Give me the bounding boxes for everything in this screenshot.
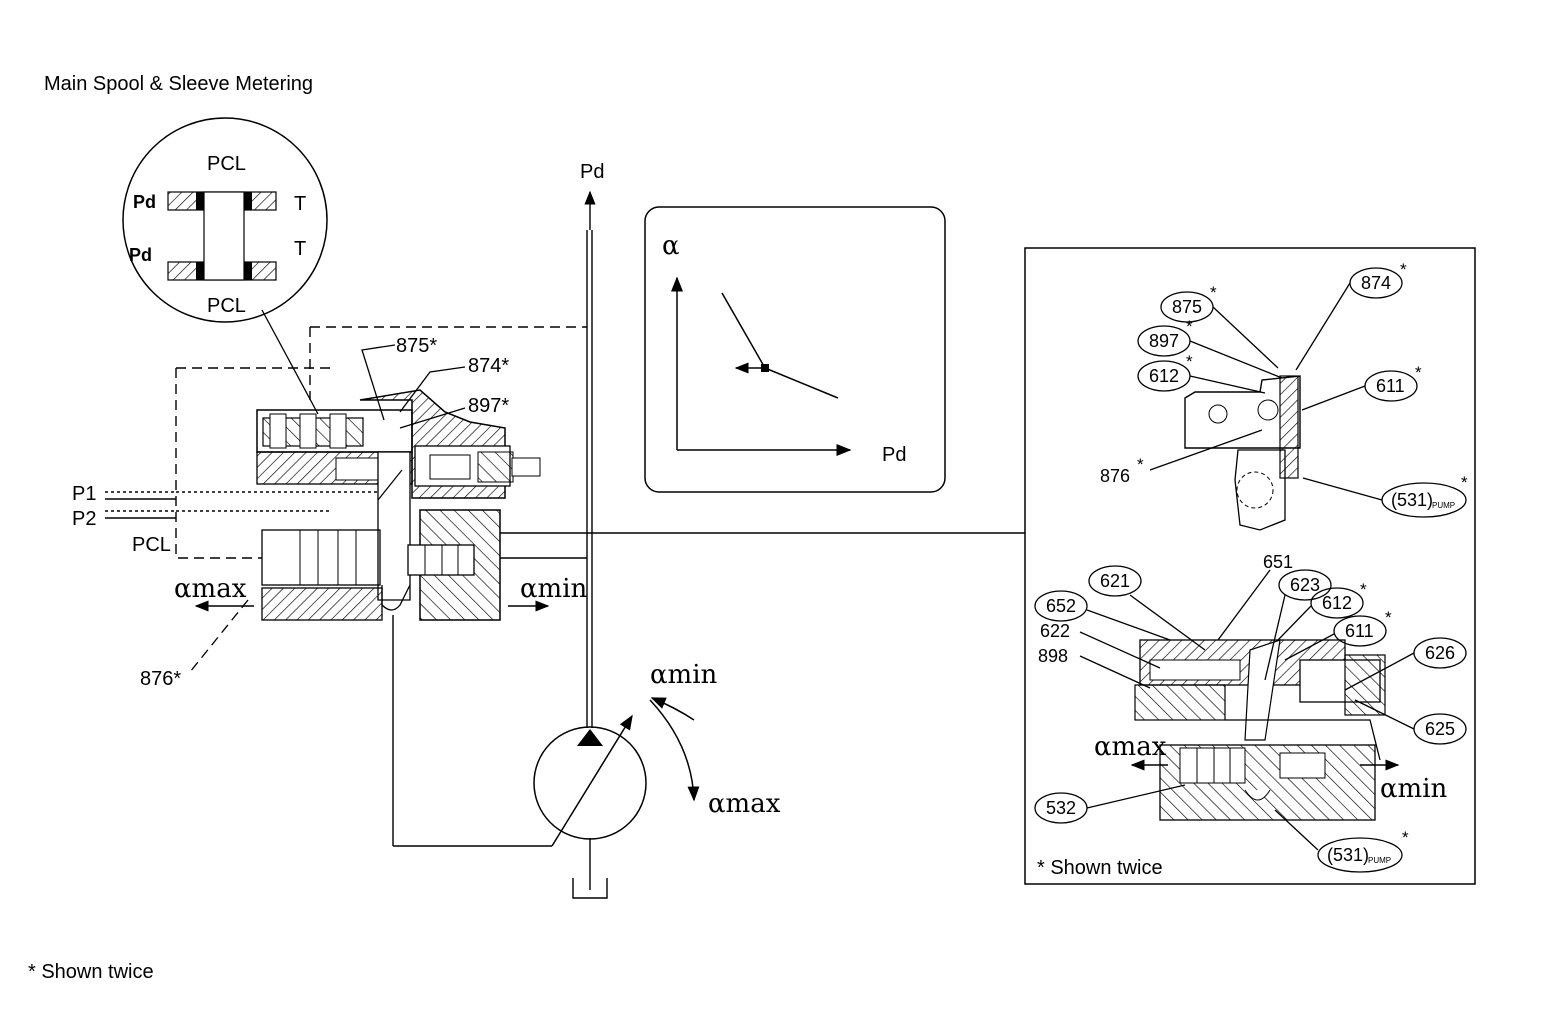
inset-detail-panel: 875 897 612 874 611 876 (531) PUMP * * *… [1024,247,1476,885]
inset-callout-611-bottom: 611 [1345,621,1374,641]
inset-alpha-max: αmax [1094,732,1167,762]
p2-label: P2 [72,508,96,530]
inset-callout-651: 651 [1263,552,1293,572]
inset-top-leaders [1137,267,1467,518]
circle-label-bottom: PCL [207,295,246,317]
callout-876: 876* [140,668,181,690]
inset-callout-612-top: 612 [1149,366,1179,386]
alpha-max-left-label: αmax [174,574,247,604]
inset-callout-612-bottom: 612 [1322,593,1352,613]
pump-symbol [533,697,700,847]
inset-callout-874: 874 [1361,273,1391,293]
alpha-min-pump-label: αmin [650,660,718,690]
inset-callout-652: 652 [1046,596,1076,616]
circle-label-left-top: Pd [133,192,156,212]
asterisk-876: * [1137,455,1144,474]
inset-callout-626: 626 [1425,643,1455,663]
chart-point [761,364,769,372]
inset-bottom-drawing [1130,639,1400,821]
asterisk-612: * [1186,352,1193,371]
asterisk-874: * [1400,260,1407,279]
sleeve-detail-circle: PCL PCL Pd Pd T T [122,117,328,415]
inset-callout-622: 622 [1040,621,1070,641]
alpha-max-pump-label: αmax [708,789,781,819]
inset-callout-621: 621 [1100,571,1130,591]
circle-label-left-bottom: Pd [129,245,152,265]
alpha-min-right-label: αmin [520,574,588,604]
asterisk-897: * [1186,317,1193,336]
inset-bottom-leaders [1034,565,1467,873]
asterisk-531b: * [1402,828,1409,847]
chart-xlabel: Pd [882,444,906,466]
inset-footnote: * Shown twice [1037,857,1163,879]
inset-pump-sub-bottom: PUMP [1368,856,1391,865]
page-footnote: * Shown twice [28,961,154,983]
callout-874: 874* [468,355,509,377]
asterisk-531: * [1461,473,1468,492]
asterisk-875: * [1210,283,1217,302]
inset-callout-875: 875 [1172,297,1202,317]
inset-callout-898: 898 [1038,646,1068,666]
callout-875: 875* [396,335,437,357]
p1-label: P1 [72,483,96,505]
inset-top-drawing [1184,375,1301,531]
asterisk-611: * [1415,363,1422,382]
inset-callout-897: 897 [1149,331,1179,351]
circle-label-right-bottom: T [294,238,306,260]
hydraulic-lines [105,190,1025,899]
inset-pump-sub-top: PUMP [1432,501,1455,510]
schematic-leaders [361,344,466,429]
pd-vertical-label: Pd [580,161,604,183]
inset-callout-531-bottom: (531) [1327,845,1369,865]
pcl-label: PCL [132,534,171,556]
inset-callout-611-top: 611 [1376,376,1405,396]
circle-label-top: PCL [207,153,246,175]
chart-ylabel: α [662,231,680,261]
chart-curve [721,292,839,399]
inset-callout-625: 625 [1425,719,1455,739]
asterisk-612b: * [1360,580,1367,599]
inset-callout-623: 623 [1290,575,1320,595]
asterisk-611b: * [1385,608,1392,627]
inset-callout-531-top: (531) [1391,490,1433,510]
callout-897: 897* [468,395,509,417]
regulator-cross-section [256,389,541,621]
inset-alpha-min: αmin [1380,774,1448,804]
inset-callout-876: 876 [1100,466,1130,486]
inset-callout-532: 532 [1046,798,1076,818]
alpha-pd-chart: α Pd [644,206,946,493]
circle-label-right-top: T [294,193,306,215]
diagram-title: Main Spool & Sleeve Metering [44,73,313,95]
